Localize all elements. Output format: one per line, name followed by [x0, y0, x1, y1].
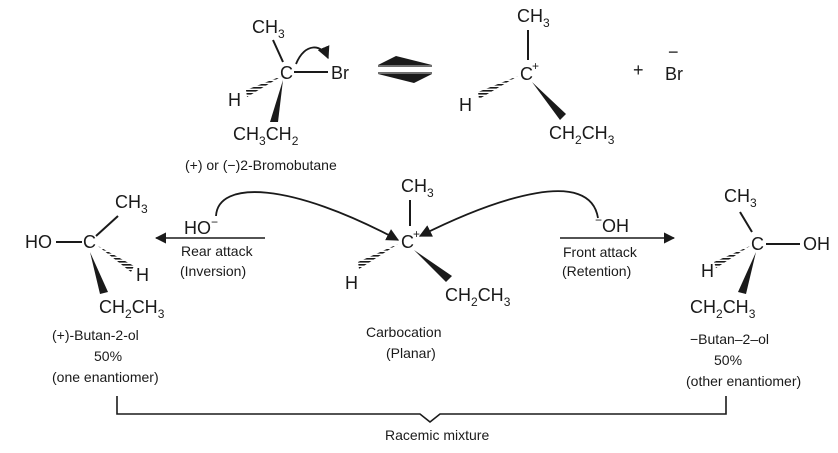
front-attack-label: Front attack	[563, 244, 638, 260]
right-product-percent: 50%	[714, 352, 742, 368]
top-cation-charge: +	[532, 59, 539, 73]
central-cation-ethyl: CH2CH3	[445, 285, 511, 309]
right-product-wedge-bond	[738, 252, 756, 294]
central-cation-hashed-bond	[358, 244, 398, 269]
right-product-hashed-bond	[714, 246, 750, 268]
central-cation-methyl: CH3	[401, 176, 434, 200]
central-cation-charge: +	[413, 227, 420, 241]
bromide-ion: − Br	[665, 42, 683, 84]
rear-attack-curved-arrow	[215, 191, 400, 241]
reverse-half-arrow	[378, 74, 432, 83]
left-product-hydroxyl: HO	[25, 232, 52, 252]
inversion-label: (Inversion)	[180, 263, 246, 279]
top-cation-ethyl: CH2CH3	[549, 123, 615, 147]
front-attack-curved-arrow	[418, 190, 599, 237]
top-cation-hashed-bond	[478, 76, 518, 99]
right-product-hydrogen: H	[701, 261, 714, 281]
top-cation-methyl: CH3	[517, 6, 550, 30]
top-cation-hydrogen: H	[459, 95, 472, 115]
bond-left-ch3	[95, 215, 119, 237]
left-product-carbon: C	[83, 232, 96, 252]
reactant-bromine: Br	[331, 63, 349, 83]
left-product-methyl: CH3	[115, 192, 148, 216]
right-product-hydroxyl: OH	[803, 234, 830, 254]
top-carbocation: CH3 C + H CH2CH3	[459, 6, 615, 147]
bromide-charge: −	[668, 42, 679, 62]
right-product-name: −Butan–2–ol	[690, 331, 769, 347]
right-product-butan-2-ol: CH3 C OH H CH2CH3 −Butan–2–ol 50% (other…	[686, 186, 830, 389]
top-cation-wedge-bond	[532, 82, 566, 120]
leaving-group-curved-arrow	[295, 45, 330, 65]
right-product-ethyl: CH2CH3	[690, 297, 756, 321]
reactant-hydrogen: H	[228, 90, 241, 110]
retention-label: (Retention)	[562, 263, 631, 279]
right-product-carbon: C	[751, 234, 764, 254]
racemic-mixture-label: Racemic mixture	[385, 427, 489, 443]
racemic-bracket: Racemic mixture	[116, 396, 727, 443]
plus-sign: +	[633, 60, 644, 80]
reactant-carbon: C	[280, 63, 293, 83]
carbocation-label: Carbocation	[366, 324, 442, 340]
equilibrium-arrows	[378, 56, 432, 83]
front-hydroxide: −OH	[595, 213, 629, 236]
forward-half-arrow	[378, 56, 432, 65]
left-product-wedge-bond	[90, 252, 108, 294]
left-product-ethyl: CH2CH3	[99, 297, 165, 321]
bromide-symbol: Br	[665, 64, 683, 84]
bracket-line	[116, 396, 727, 424]
solid-wedge-bond	[270, 80, 283, 122]
central-carbocation: CH3 C + H CH2CH3 Carbocation (Planar)	[345, 176, 511, 361]
hashed-wedge-bond	[246, 76, 282, 97]
top-cation-carbon: C	[520, 64, 533, 84]
rear-hydroxide: HO−	[184, 215, 218, 238]
central-cation-wedge-bond	[414, 250, 452, 282]
central-cation-hydrogen: H	[345, 273, 358, 293]
bond-right-ch3	[739, 211, 753, 233]
rear-attack-label: Rear attack	[181, 243, 254, 259]
left-product-hashed-bond	[98, 246, 134, 272]
left-product-butan-2-ol: CH3 HO C H CH2CH3 (+)-Butan-2-ol 50% (on…	[25, 192, 165, 385]
left-product-note: (one enantiomer)	[52, 369, 159, 385]
reactant-name-label: (+) or (−)2-Bromobutane	[185, 157, 337, 173]
central-cation-carbon: C	[401, 232, 414, 252]
left-product-name: (+)-Butan-2-ol	[52, 327, 139, 343]
right-product-note: (other enantiomer)	[686, 373, 801, 389]
reactant-methyl-group: CH3	[252, 17, 285, 41]
left-product-percent: 50%	[94, 348, 122, 364]
right-product-methyl: CH3	[724, 186, 757, 210]
reactant-2-bromobutane: CH3 C Br H CH3CH2 (+) or (−)2-Bromobutan…	[185, 17, 349, 173]
left-product-hydrogen: H	[136, 265, 149, 285]
planar-label: (Planar)	[386, 345, 436, 361]
bond-c-ch3	[272, 39, 284, 63]
reactant-ethyl-group: CH3CH2	[233, 124, 299, 148]
